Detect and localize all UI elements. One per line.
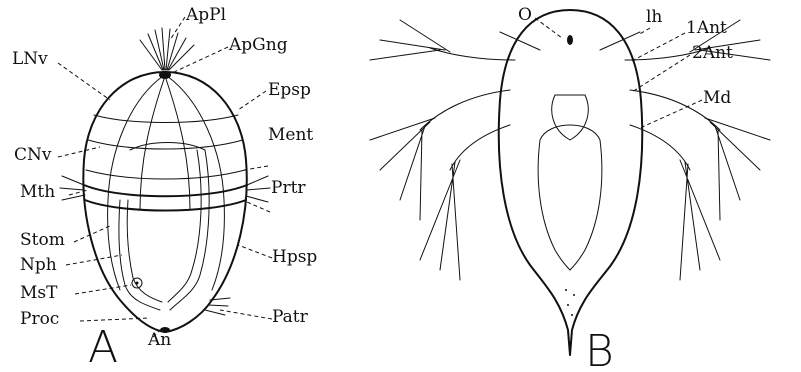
label-cnv: CNv <box>14 145 52 165</box>
mandible-drawing <box>420 125 720 280</box>
panel-b-letter: B <box>585 326 614 372</box>
prototroch-drawing <box>60 176 270 211</box>
nauplius-body-outline <box>499 10 643 355</box>
paratroch-drawing <box>205 298 230 315</box>
label-o: O <box>518 5 532 25</box>
label-1ant: 1Ant <box>686 18 727 38</box>
label-ment: Ment <box>268 125 313 145</box>
label-md: Md <box>703 88 731 108</box>
label-patr: Patr <box>272 307 309 327</box>
panel-a-letter: A <box>88 322 118 372</box>
label-mth: Mth <box>20 182 55 202</box>
labrum-drawing <box>552 95 589 140</box>
naupliar-eye-drawing <box>567 35 573 45</box>
second-antenna-drawing <box>370 90 770 220</box>
label-hpsp: Hpsp <box>272 247 317 267</box>
label-proc: Proc <box>20 309 59 329</box>
caudal-spine-drawing <box>565 289 575 316</box>
label-prtr: Prtr <box>271 178 306 198</box>
label-lh: lh <box>646 7 662 27</box>
label-an: An <box>147 330 171 350</box>
label-nph: Nph <box>20 255 57 275</box>
label-appl: ApPl <box>185 5 226 25</box>
panel-b-nauplius: O lh 1Ant 2Ant Md B <box>370 5 770 372</box>
label-epsp: Epsp <box>268 80 311 100</box>
label-stom: Stom <box>20 230 65 250</box>
longitudinal-nerves-drawing <box>108 76 225 290</box>
label-2ant: 2Ant <box>692 43 733 63</box>
nauplius-trunk-drawing <box>538 125 602 270</box>
panel-b-leader-lines <box>535 18 702 128</box>
label-apgng: ApGng <box>228 35 288 55</box>
circular-nerves-drawing <box>86 115 245 179</box>
panel-a-trochophore: ApPl ApGng LNv Epsp CNv Ment Mth Prtr St… <box>12 5 317 372</box>
apical-tuft-drawing <box>140 28 194 70</box>
mesoteloblast-nucleus <box>136 282 139 285</box>
label-mst: MsT <box>20 283 58 303</box>
label-lnv: LNv <box>12 49 48 69</box>
